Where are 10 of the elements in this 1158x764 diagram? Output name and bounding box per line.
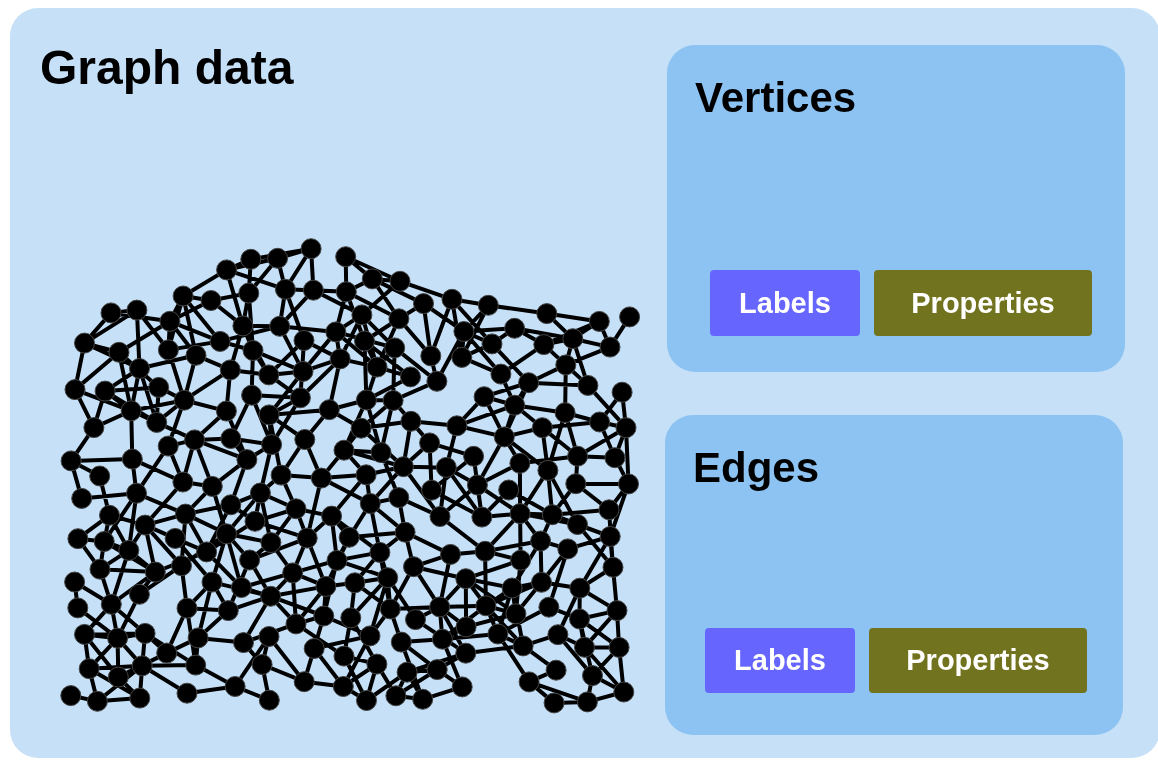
labels-tag: Labels bbox=[710, 270, 860, 336]
properties-tag: Properties bbox=[869, 628, 1087, 693]
panel-title: Graph data bbox=[40, 44, 294, 92]
panel-title: Edges bbox=[693, 447, 820, 489]
vertices-panel bbox=[667, 45, 1125, 372]
graph-data-panel bbox=[10, 8, 1158, 758]
properties-tag: Properties bbox=[874, 270, 1092, 336]
panel-title: Vertices bbox=[695, 77, 857, 119]
labels-tag: Labels bbox=[705, 628, 855, 693]
edges-panel bbox=[665, 415, 1123, 735]
